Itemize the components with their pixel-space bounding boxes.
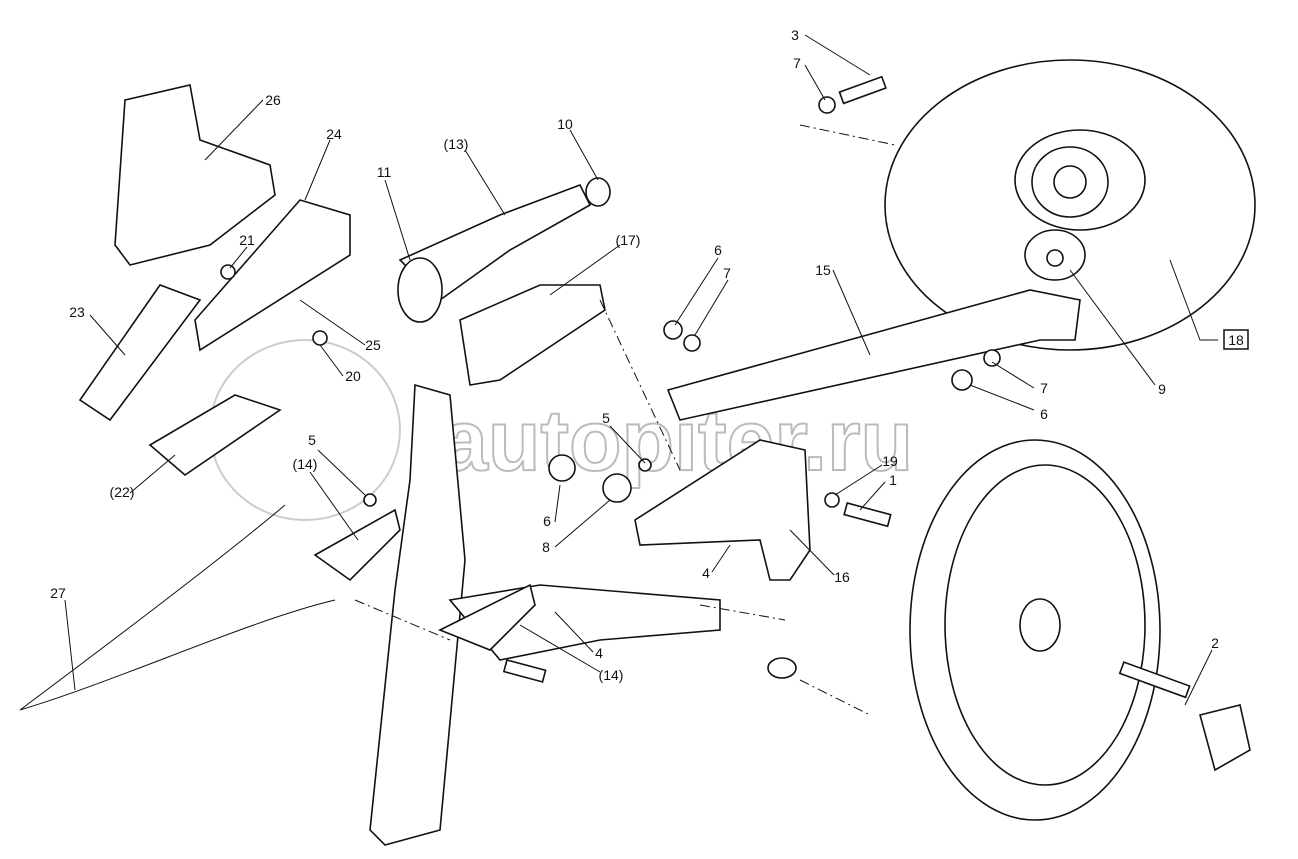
bracket-24 [194, 199, 351, 352]
label: 4 [702, 565, 710, 581]
plate-14b [438, 583, 536, 651]
frame [369, 383, 466, 846]
label: 15 [815, 262, 831, 278]
circlip [585, 177, 611, 207]
label: 10 [557, 116, 573, 132]
label: 7 [793, 55, 801, 71]
callout-labels: 3 7 26 24 10 (13) 11 (17) 6 7 15 21 23 2… [50, 27, 1249, 683]
label: 6 [543, 513, 551, 529]
label: 20 [345, 368, 361, 384]
plates-22 [148, 394, 282, 477]
label: 8 [542, 539, 550, 555]
label: 26 [265, 92, 281, 108]
leader-lines [64, 34, 1218, 706]
label-boxed: 18 [1228, 332, 1244, 348]
hopper [114, 84, 276, 266]
label: 2 [1211, 635, 1219, 651]
label: 11 [377, 164, 392, 180]
bolts [220, 75, 1191, 699]
cable [19, 504, 336, 711]
arm [666, 289, 1081, 421]
clamp [397, 257, 443, 323]
label: 9 [1158, 381, 1166, 397]
label: 7 [1040, 380, 1048, 396]
label: 24 [326, 126, 342, 142]
label: 5 [602, 410, 610, 426]
label: 25 [365, 337, 381, 353]
label: 19 [882, 453, 898, 469]
label: 3 [791, 27, 799, 43]
plate-14 [313, 508, 401, 582]
label: (22) [110, 484, 135, 500]
label: (14) [599, 667, 624, 683]
label: 1 [889, 472, 897, 488]
label: 21 [239, 232, 255, 248]
disc-wheel [884, 59, 1256, 351]
label: 7 [723, 265, 731, 281]
label: (13) [444, 136, 469, 152]
bracket-23 [78, 284, 202, 422]
cylinder [459, 284, 606, 386]
press-wheel [909, 439, 1251, 821]
label: 6 [714, 242, 722, 258]
bracket-16 [634, 439, 811, 581]
label: 16 [834, 569, 850, 585]
center-lines [354, 124, 896, 716]
label: 5 [308, 432, 316, 448]
label: 23 [69, 304, 85, 320]
label: 27 [50, 585, 66, 601]
label: 4 [595, 645, 603, 661]
label: (17) [616, 232, 641, 248]
label: (14) [293, 456, 318, 472]
label: 6 [1040, 406, 1048, 422]
